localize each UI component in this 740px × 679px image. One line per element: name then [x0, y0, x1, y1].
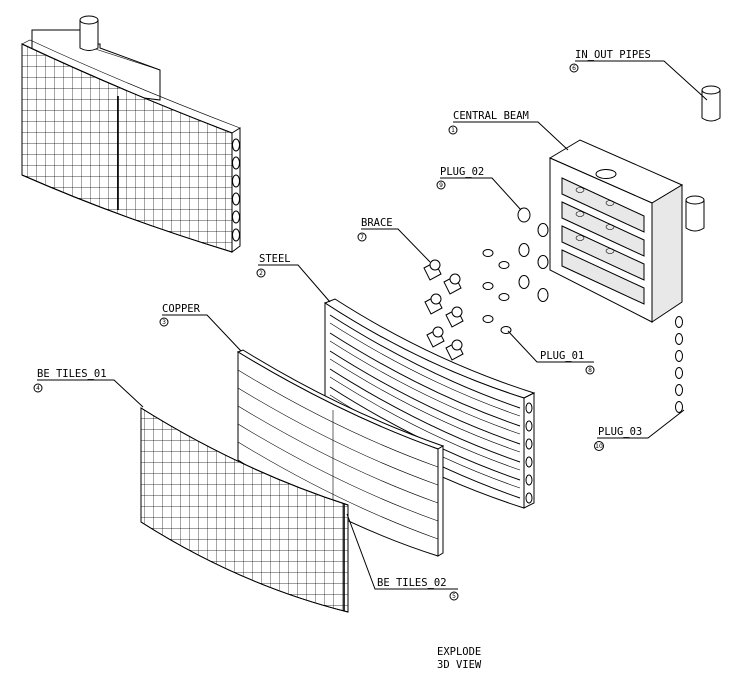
- callout-be-tiles-01: BE TILES_01 4: [33, 368, 107, 393]
- callout-label: BRACE: [361, 217, 393, 229]
- view-title: EXPLODE 3D VIEW: [437, 646, 482, 671]
- callout-label: PLUG_01: [540, 350, 584, 362]
- brace-part: [423, 259, 464, 361]
- callout-number: 4: [36, 385, 40, 392]
- plug-01-part: [482, 249, 512, 334]
- callout-steel: STEEL 2: [256, 253, 291, 278]
- callout-label: STEEL: [259, 253, 291, 265]
- callout-be-tiles-02: BE TILES_02 5: [377, 577, 459, 601]
- callout-label: PLUG_03: [598, 426, 642, 438]
- leader-lines: [37, 60, 708, 590]
- steel-part: [323, 298, 536, 509]
- copper-part: [236, 349, 445, 557]
- callout-label: BE TILES_01: [37, 368, 107, 380]
- callout-number: 10: [595, 443, 603, 450]
- callout-plug-01: PLUG_01 8: [540, 350, 595, 375]
- callout-label: COPPER: [162, 303, 201, 315]
- callout-number: 6: [572, 65, 576, 72]
- callout-label: PLUG_02: [440, 166, 484, 178]
- title-line-1: EXPLODE: [437, 646, 481, 658]
- callout-label: CENTRAL BEAM: [453, 110, 529, 122]
- callout-number: 2: [259, 270, 263, 277]
- in-out-pipes-part: [685, 85, 721, 232]
- callout-plug-03: PLUG_03 10: [594, 426, 642, 451]
- plug-03-part: [675, 316, 683, 413]
- callout-copper: COPPER 3: [159, 303, 201, 327]
- callout-label: BE TILES_02: [377, 577, 447, 589]
- assembled-pipe: [79, 15, 99, 51]
- callout-label: IN_OUT PIPES: [575, 49, 651, 61]
- callout-in-out-pipes: IN_OUT PIPES 6: [569, 49, 651, 73]
- callout-central-beam: CENTRAL BEAM 1: [448, 110, 529, 135]
- central-beam-part: [548, 139, 684, 323]
- callout-brace: BRACE 7: [357, 217, 393, 242]
- callout-number: 9: [439, 182, 443, 189]
- callout-number: 8: [588, 367, 592, 374]
- callout-number: 7: [360, 234, 364, 241]
- title-line-2: 3D VIEW: [437, 659, 482, 671]
- callout-number: 3: [162, 319, 166, 326]
- plug-02-part: [517, 207, 549, 302]
- assembled-module: [21, 15, 241, 253]
- assembled-side-holes: [232, 138, 240, 242]
- callout-number: 1: [451, 127, 455, 134]
- callout-number: 5: [452, 593, 456, 600]
- callout-plug-02: PLUG_02 9: [436, 166, 484, 190]
